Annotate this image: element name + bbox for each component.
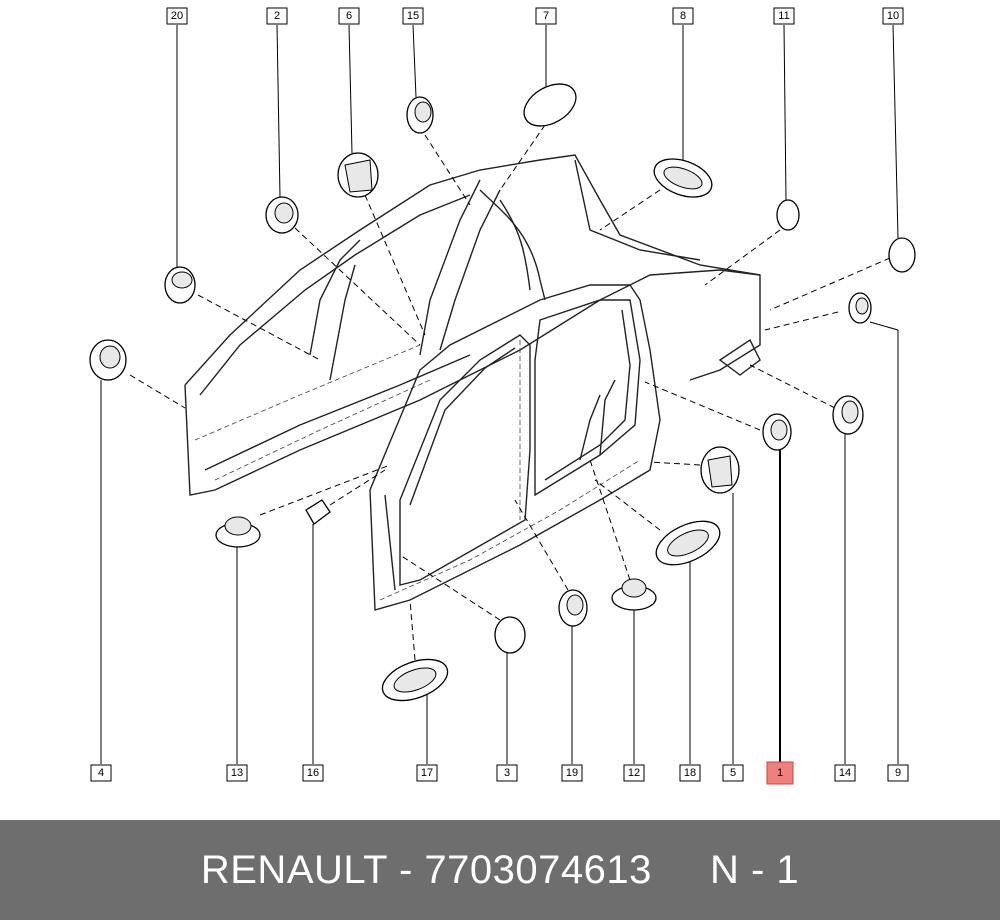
callout-16: 16 [302, 764, 324, 782]
svg-text:5: 5 [730, 767, 736, 779]
plug-part-9 [848, 292, 872, 324]
callout-11: 11 [773, 7, 795, 25]
callout-9: 9 [887, 764, 909, 782]
plug-part-12 [611, 578, 657, 611]
svg-text:6: 6 [346, 10, 352, 22]
callout-6: 6 [338, 7, 360, 25]
svg-text:12: 12 [628, 767, 640, 779]
callout-5: 5 [722, 764, 744, 782]
grommet-part-1 [762, 413, 792, 451]
grommet-part-6 [337, 152, 379, 198]
svg-text:3: 3 [504, 767, 510, 779]
plug-part-19 [558, 589, 588, 627]
svg-text:15: 15 [407, 10, 419, 22]
oval-grommet-part-8 [653, 158, 713, 198]
callout-20: 20 [166, 7, 188, 25]
callout-3: 3 [496, 764, 518, 782]
callout-8: 8 [672, 7, 694, 25]
plug-part-13 [215, 516, 261, 548]
callout-17: 17 [416, 764, 438, 782]
grommet-part-5 [700, 446, 740, 494]
svg-text:14: 14 [839, 767, 851, 779]
leader-lines [100, 24, 899, 764]
rear-body-side-frame [184, 154, 761, 496]
svg-text:18: 18 [684, 767, 696, 779]
plug-part-4 [89, 339, 127, 381]
callout-19: 19 [561, 764, 583, 782]
plug-part-15 [406, 96, 434, 134]
plug-part-3 [494, 616, 526, 654]
oval-grommet-part-18 [655, 520, 721, 566]
plug-part-11 [776, 199, 800, 231]
callout-10: 10 [882, 7, 904, 25]
svg-text:17: 17 [421, 767, 433, 779]
svg-text:20: 20 [171, 10, 183, 22]
assembly-lines [129, 124, 891, 661]
front-body-side-frame [369, 284, 661, 611]
callout-2: 2 [266, 7, 288, 25]
callout-1-highlighted: 1 [766, 761, 794, 785]
svg-text:4: 4 [98, 767, 104, 779]
callout-14: 14 [834, 764, 856, 782]
svg-text:9: 9 [895, 767, 901, 779]
part-number-label: RENAULT - 7703074613 N - 1 [200, 847, 800, 892]
oval-grommet-part-17 [381, 658, 449, 702]
svg-text:10: 10 [887, 10, 899, 22]
grommet-part-14 [832, 395, 864, 435]
svg-text:1: 1 [777, 767, 783, 779]
plug-part-10 [888, 237, 916, 273]
pad-part-16 [305, 499, 331, 525]
callout-18: 18 [679, 764, 701, 782]
svg-text:8: 8 [680, 10, 686, 22]
callout-4: 4 [90, 764, 112, 782]
part-number-footer: RENAULT - 7703074613 N - 1 [0, 820, 1000, 920]
svg-text:13: 13 [231, 767, 243, 779]
svg-text:19: 19 [566, 767, 578, 779]
parts-diagram: 20 2 6 15 7 8 11 10 4 13 16 17 [89, 7, 916, 785]
plug-part-2 [265, 196, 299, 234]
svg-text:11: 11 [778, 10, 789, 22]
svg-text:7: 7 [543, 10, 549, 22]
oval-plug-part-7 [523, 83, 577, 127]
svg-text:2: 2 [274, 10, 280, 22]
svg-text:16: 16 [307, 767, 319, 779]
callout-7: 7 [535, 7, 557, 25]
callout-13: 13 [226, 764, 248, 782]
plug-part-20 [164, 266, 196, 304]
callout-12: 12 [623, 764, 645, 782]
callout-15: 15 [402, 7, 424, 25]
